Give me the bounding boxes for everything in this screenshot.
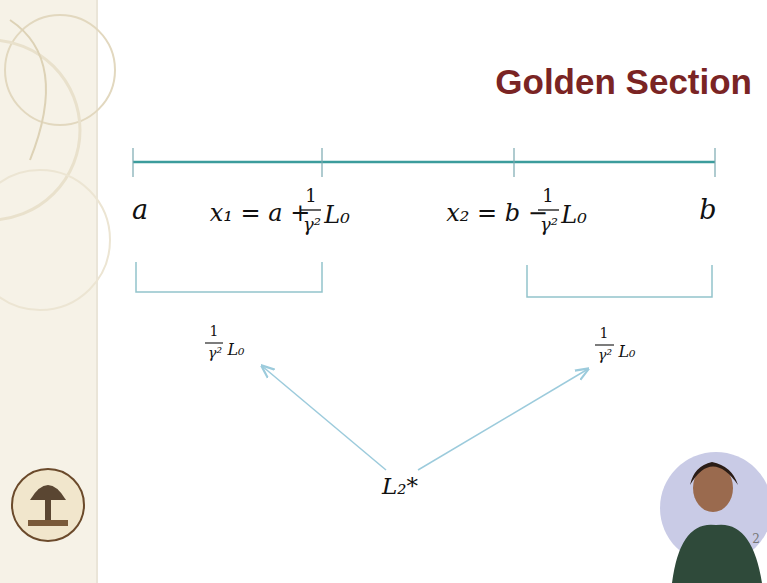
- bracket: [136, 262, 322, 292]
- endpoint-label: b: [699, 195, 716, 225]
- decor-circle: [0, 170, 110, 310]
- decor-curve: [10, 20, 46, 160]
- fraction-denominator: γ²: [598, 348, 612, 363]
- slide-title: Golden Section: [495, 63, 752, 102]
- logo-base: [28, 520, 68, 526]
- equation-part: x₁ = a +: [210, 200, 311, 226]
- pointer-arrow: [262, 366, 386, 470]
- fraction-numerator: 1: [600, 326, 609, 341]
- logo-tree: [30, 485, 66, 500]
- length-label: L₀: [618, 343, 635, 361]
- fraction-denominator: γ²: [540, 215, 558, 235]
- fraction-numerator: 1: [542, 186, 553, 206]
- tick: [714, 148, 715, 177]
- tick: [321, 148, 322, 177]
- length-label: L₀: [227, 341, 244, 359]
- equation-part: x₂ = b −: [446, 200, 548, 226]
- interval-line: [133, 161, 715, 164]
- page-number: 2: [752, 533, 760, 546]
- equation-part: L₀: [324, 202, 350, 228]
- presenter-photo: [660, 452, 767, 583]
- side-band: [0, 0, 96, 583]
- endpoint-label: a: [132, 195, 148, 225]
- band-edge: [96, 0, 98, 583]
- fraction-numerator: 1: [210, 324, 219, 339]
- decor-circle: [5, 15, 115, 125]
- length-symbol: L₂*: [382, 474, 418, 499]
- fraction-bar: [205, 342, 223, 343]
- tick: [132, 148, 133, 177]
- fraction-bar: [595, 344, 614, 345]
- fraction-denominator: γ²: [303, 215, 321, 235]
- institute-logo: [12, 469, 84, 541]
- logo-trunk: [45, 498, 51, 520]
- equation-part: L₀: [561, 202, 587, 228]
- bracket: [527, 265, 712, 297]
- logo-ring: [12, 469, 84, 541]
- fraction-denominator: γ²: [208, 346, 222, 361]
- pointer-arrow: [418, 369, 588, 470]
- photo-hair: [690, 462, 738, 485]
- tick: [513, 148, 514, 177]
- photo-figure: [672, 525, 762, 583]
- fraction-numerator: 1: [305, 186, 316, 206]
